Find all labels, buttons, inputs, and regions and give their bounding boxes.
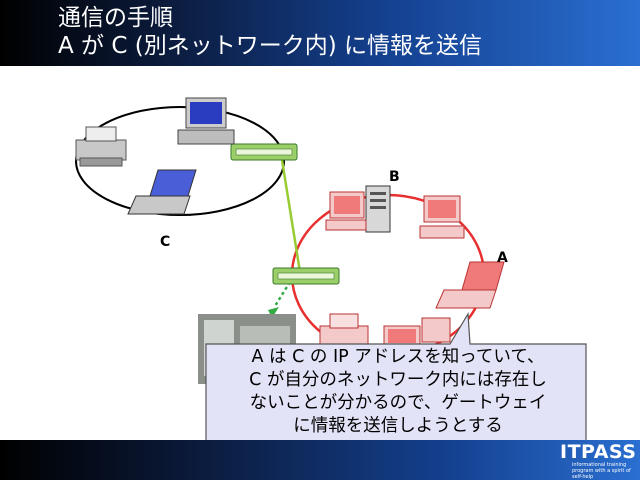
pc-icon [421, 317, 451, 343]
slide-title: 通信の手順 [58, 5, 173, 31]
laptop-icon [127, 169, 197, 215]
footer-bar [0, 440, 640, 480]
itpass-logo: ITPASS [560, 441, 637, 463]
printer-icon [319, 313, 369, 347]
pc-icon [419, 195, 465, 239]
callout-line: ないことが分かるので、ゲートウェイ [249, 393, 547, 413]
slide-subtitle: A が C (別ネットワーク内) に情報を送信 [58, 33, 482, 59]
callout-line: に情報を送信しようとする [293, 416, 503, 436]
network-c-ring [75, 106, 285, 216]
switch-icon [230, 143, 298, 161]
label-b: B [389, 169, 400, 185]
laptop-a-icon [435, 261, 505, 309]
label-c: C [160, 234, 170, 250]
callout-line: A は C の IP アドレスを知っていて、 [251, 347, 545, 367]
callout-text: A は C の IP アドレスを知っていて、 C が自分のネットワーク内には存在… [212, 346, 584, 438]
desktop-pc-icon [177, 97, 235, 145]
logo-tagline: informational training program with a sp… [572, 462, 631, 480]
pc-icon [383, 325, 421, 347]
label-a: A [497, 250, 508, 266]
pc-icon [325, 191, 367, 231]
callout-line: C が自分のネットワーク内には存在し [249, 370, 547, 390]
printer-icon [75, 126, 127, 167]
router-link [280, 159, 302, 273]
server-icon [365, 185, 391, 233]
gateway-switch-icon [272, 267, 340, 285]
gateway-arrow [273, 281, 292, 307]
title-bar: 通信の手順 A が C (別ネットワーク内) に情報を送信 [0, 0, 640, 66]
